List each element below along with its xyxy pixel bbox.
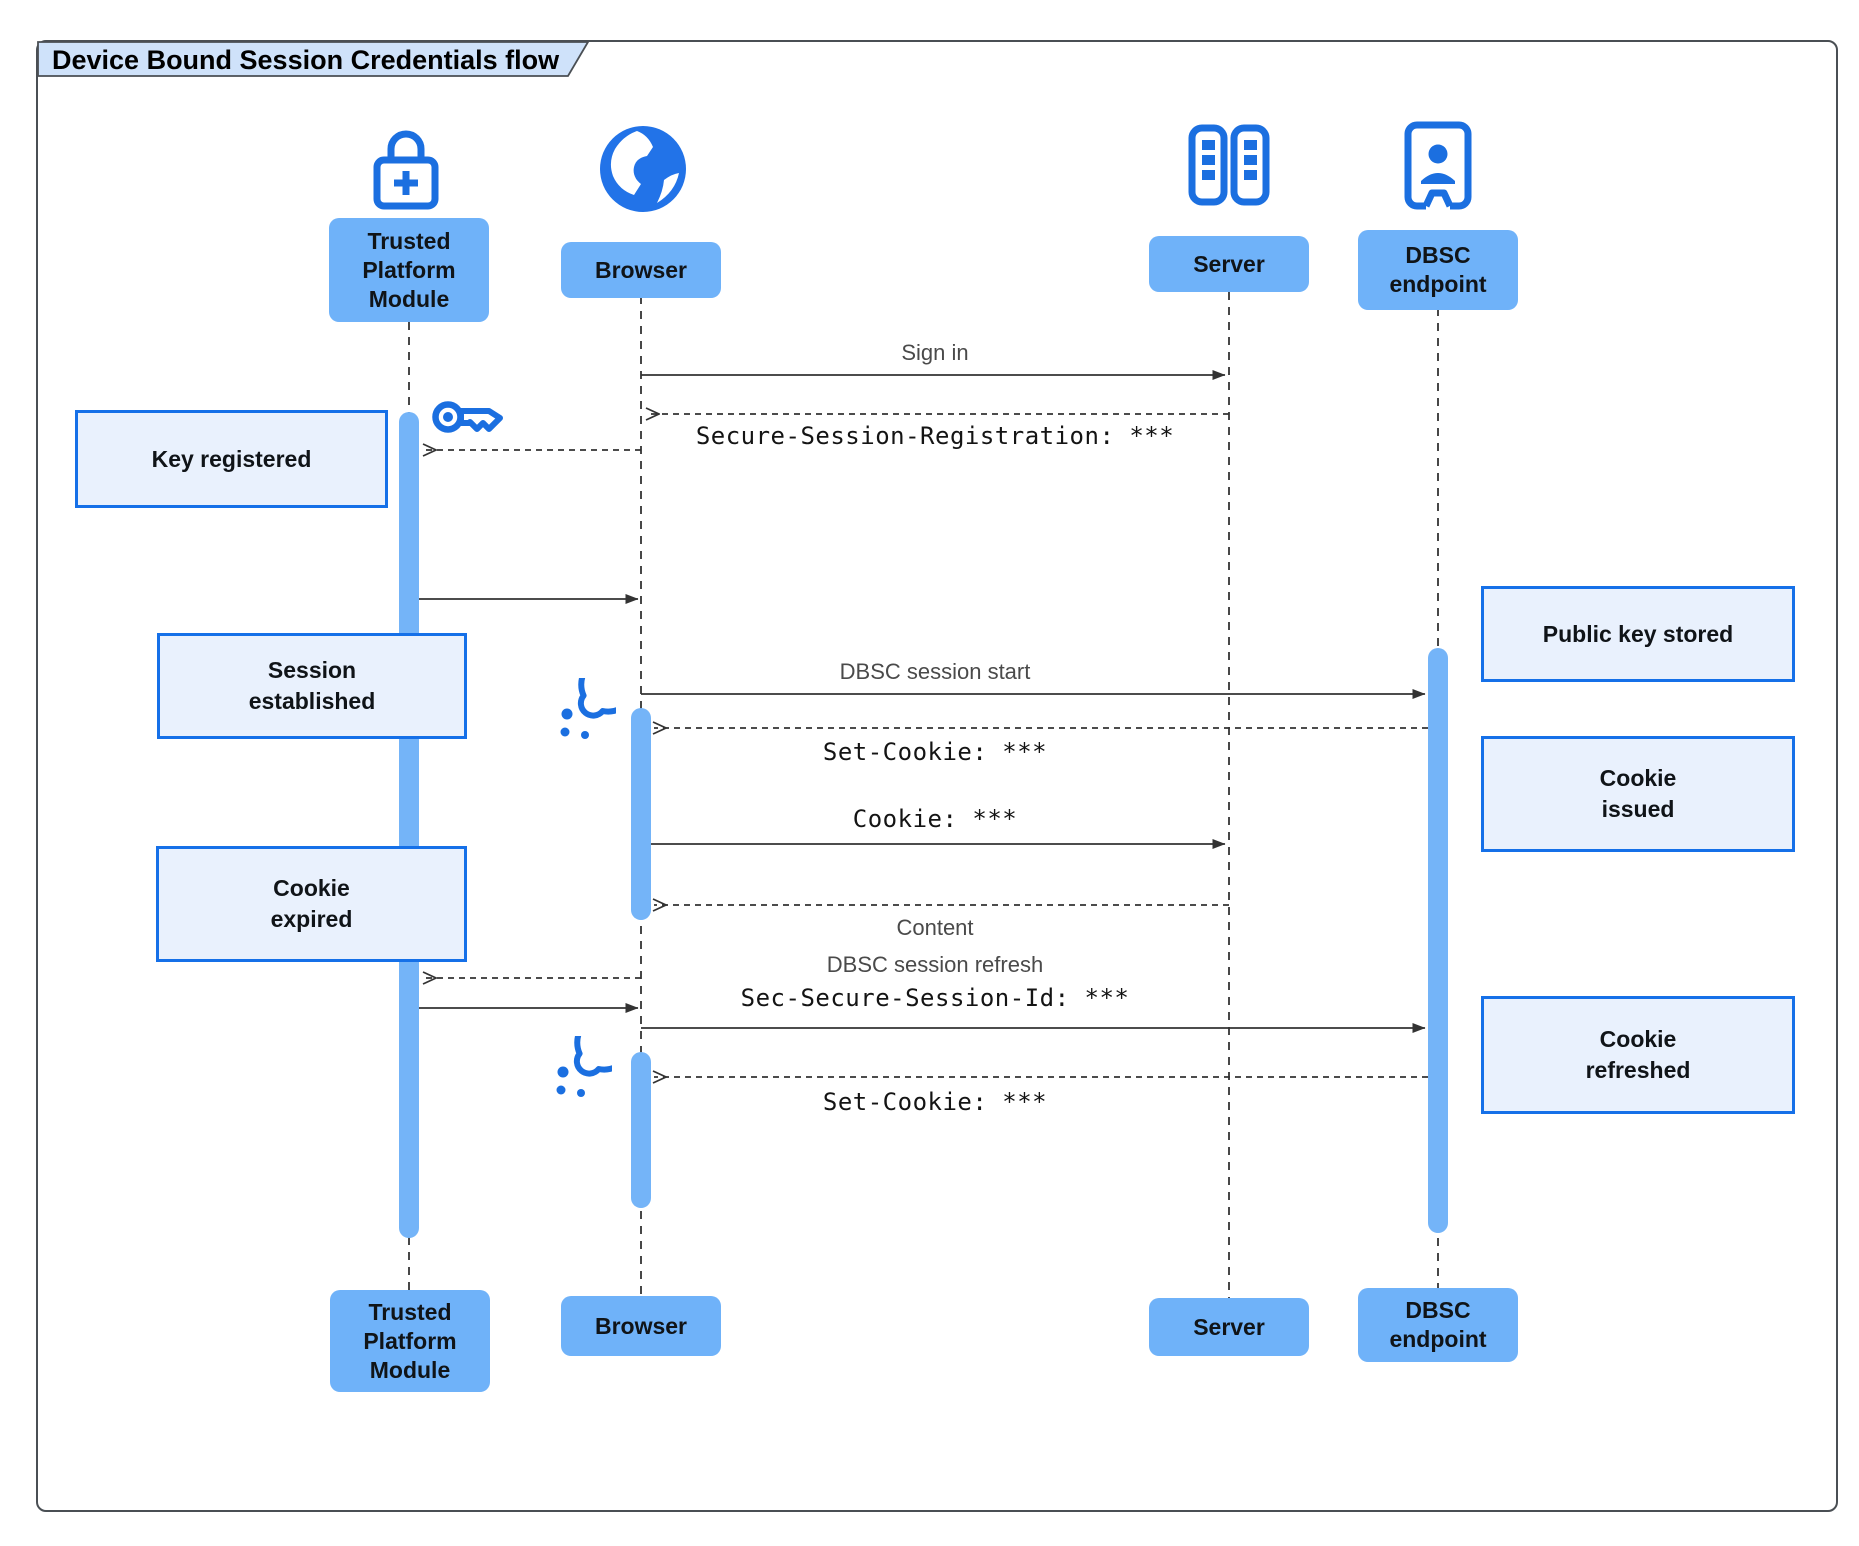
note-line: Session	[267, 657, 357, 683]
activation-bar-browser-1	[631, 708, 651, 920]
key-icon	[431, 388, 511, 449]
actor-label-line: Platform	[363, 1327, 457, 1354]
actor-box-dbsc-top: DBSC endpoint	[1358, 230, 1518, 310]
activation-bar-dbsc-endpoint	[1428, 648, 1448, 1233]
note-line: Cookie	[1599, 765, 1677, 791]
note-cookie-issued: Cookie issued	[1481, 736, 1795, 852]
actor-box-tpm-top: Trusted Platform Module	[329, 218, 489, 322]
activation-bar-tpm	[399, 412, 419, 1238]
cookie-icon	[544, 654, 639, 767]
msg-label-sign-in: Sign in	[901, 340, 969, 365]
title-tab	[37, 41, 590, 77]
actor-box-server-top: Server	[1149, 236, 1309, 292]
note-line: refreshed	[1585, 1057, 1691, 1083]
actor-label-line: DBSC	[1405, 242, 1471, 268]
actor-box-browser-bottom: Browser	[561, 1296, 721, 1356]
msg-label-cookie: Cookie: ***	[852, 805, 1018, 833]
actor-label-line: Trusted	[368, 1298, 452, 1325]
door-person-icon	[1403, 120, 1473, 217]
note-line: Cookie	[273, 875, 350, 901]
actor-label-line: Browser	[594, 256, 688, 283]
actor-label-line: Module	[368, 285, 450, 312]
msg-label-secure-session-registration: Secure-Session-Registration: ***	[695, 422, 1175, 450]
note-line: Public key stored	[1542, 620, 1734, 647]
actor-label-line: DBSC	[1405, 1297, 1471, 1323]
actor-box-server-bottom: Server	[1149, 1298, 1309, 1356]
msg-label-set-cookie-1: Set-Cookie: ***	[822, 738, 1048, 766]
actor-label-line: Platform	[362, 256, 456, 283]
globe-icon	[596, 122, 690, 221]
note-line: established	[248, 688, 376, 714]
actor-box-tpm-bottom: Trusted Platform Module	[330, 1290, 490, 1392]
actor-box-browser-top: Browser	[561, 242, 721, 298]
actor-label-line: endpoint	[1389, 1326, 1487, 1352]
msg-label-sec-secure-session-id: Sec-Secure-Session-Id: ***	[740, 984, 1130, 1012]
note-cookie-expired: Cookie expired	[156, 846, 467, 962]
note-line: issued	[1601, 796, 1675, 822]
cookie-icon	[540, 1012, 635, 1125]
msg-label-set-cookie-2: Set-Cookie: ***	[822, 1088, 1048, 1116]
server-rack-icon	[1187, 124, 1271, 211]
actor-label-line: Server	[1193, 250, 1265, 277]
actor-label-line: Server	[1193, 1313, 1265, 1340]
activation-bar-browser-2	[631, 1052, 651, 1208]
msg-label-dbsc-session-start: DBSC session start	[839, 659, 1031, 684]
note-line: expired	[270, 906, 353, 932]
actor-label-line: Browser	[594, 1312, 688, 1339]
msg-label-dbsc-session-refresh: DBSC session refresh	[826, 952, 1044, 977]
note-key-registered: Key registered	[75, 410, 388, 508]
note-session-established: Session established	[157, 633, 467, 739]
note-cookie-refreshed: Cookie refreshed	[1481, 996, 1795, 1114]
note-public-key-stored: Public key stored	[1481, 586, 1795, 682]
msg-label-content: Content	[896, 915, 974, 940]
actor-label-line: Trusted	[367, 227, 451, 254]
actor-label-line: endpoint	[1389, 271, 1487, 297]
note-line: Cookie	[1599, 1026, 1677, 1052]
note-line: Key registered	[151, 445, 312, 472]
actor-label-line: Module	[369, 1356, 451, 1383]
lock-plus-icon	[363, 122, 449, 219]
diagram-title: Device Bound Session Credentials flow	[52, 45, 560, 75]
actor-box-dbsc-bottom: DBSC endpoint	[1358, 1288, 1518, 1362]
